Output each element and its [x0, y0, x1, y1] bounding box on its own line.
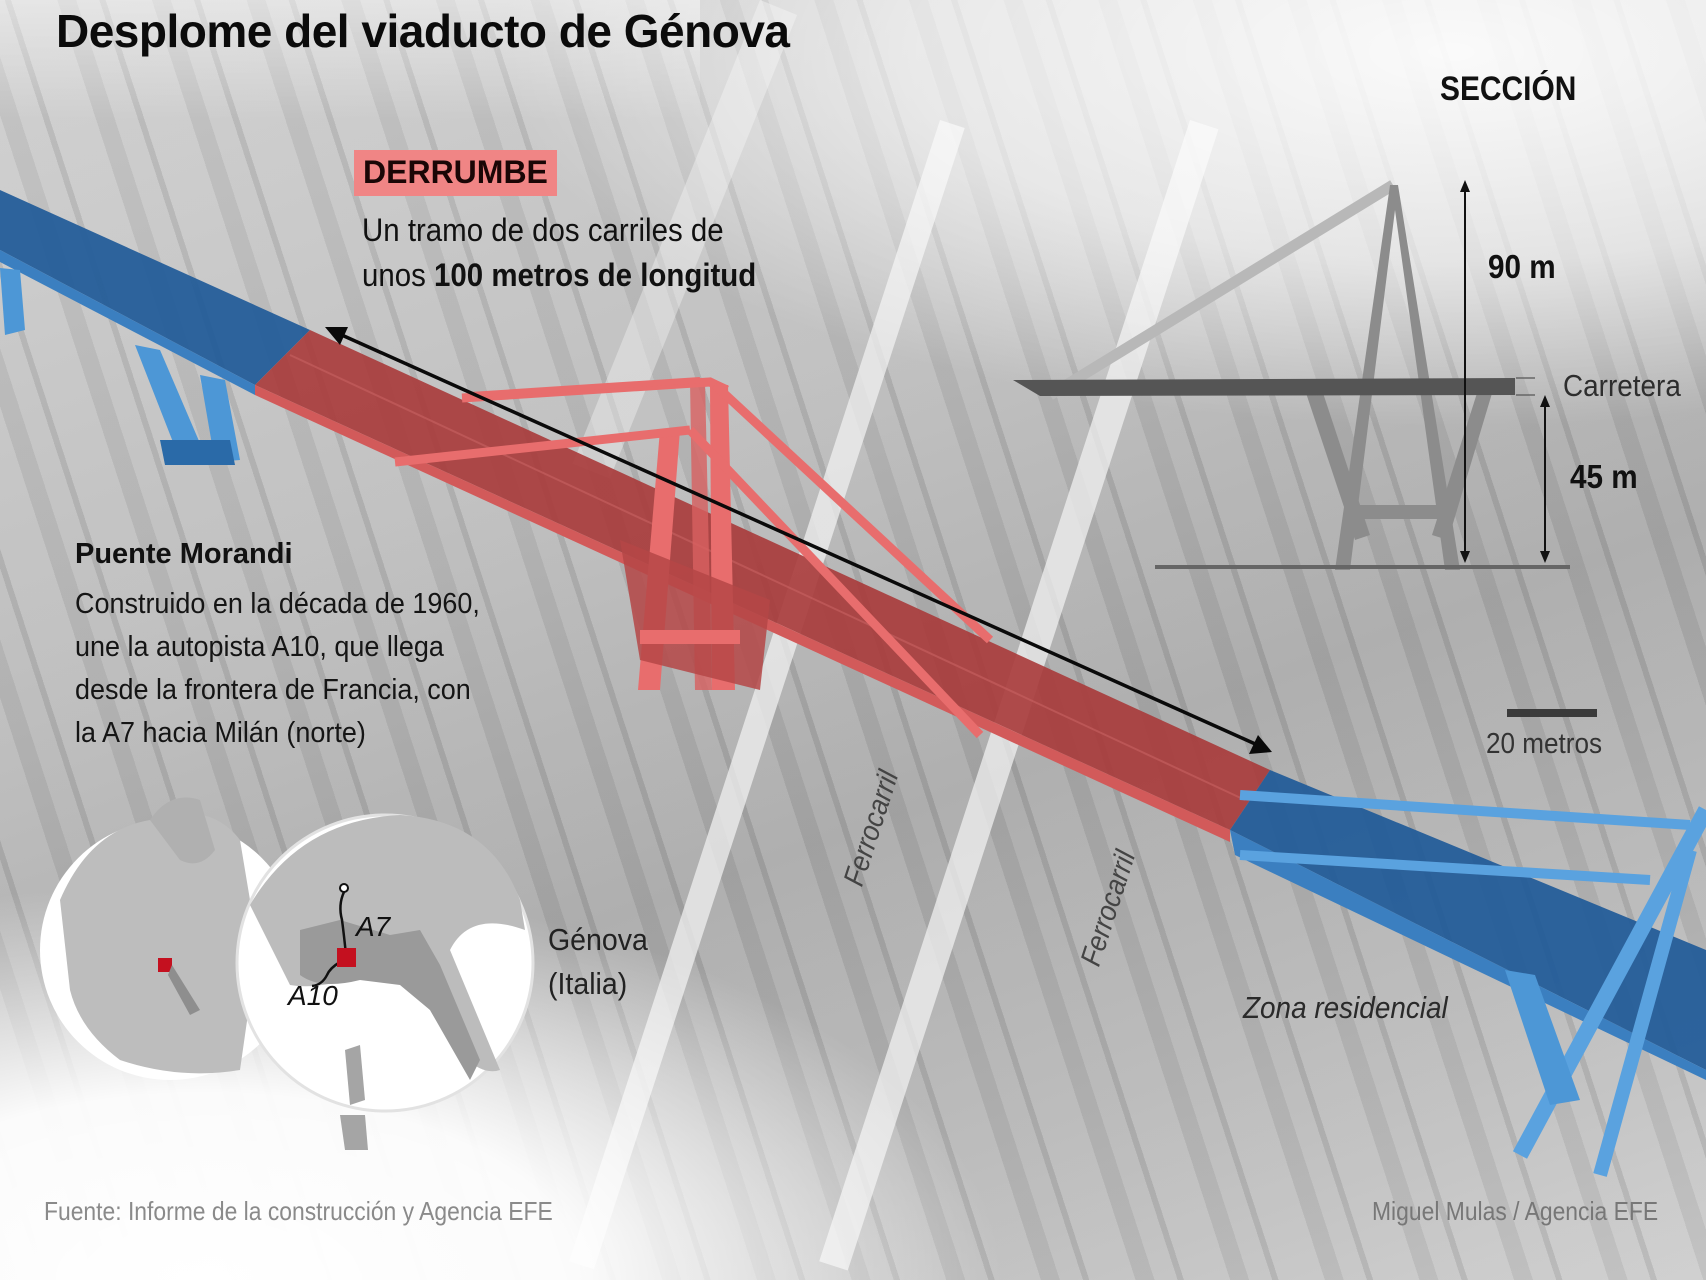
genova-marker — [337, 948, 356, 967]
italy-locator-map — [235, 813, 535, 1150]
collapse-length: 100 metros de longitud — [434, 257, 757, 293]
collapse-line-2: unos 100 metros de longitud — [362, 257, 757, 293]
credit-note: Miguel Mulas / Agencia EFE — [1372, 1196, 1659, 1226]
bridge-name: Puente Morandi — [75, 538, 293, 570]
collapsed-section — [255, 330, 1270, 842]
page-title: Desplome del viaducto de Génova — [56, 5, 790, 57]
scale-bar — [1507, 709, 1597, 717]
residential-zone-label: Zona residencial — [1243, 990, 1448, 1025]
collapse-description: Un tramo de dos carriles de unos 100 met… — [362, 208, 756, 298]
scale-label: 20 metros — [1486, 728, 1603, 760]
source-note: Fuente: Informe de la construcción y Age… — [44, 1196, 553, 1226]
road-height-label: 45 m — [1570, 458, 1638, 495]
italy-marker — [158, 958, 172, 972]
collapse-length-arrow — [325, 327, 1272, 754]
collapse-line-1: Un tramo de dos carriles de — [362, 212, 724, 248]
europe-locator-map — [40, 797, 300, 1080]
intact-section-right — [1230, 770, 1706, 1177]
collapse-badge: DERRUMBE — [354, 150, 557, 196]
top-fade — [0, 0, 1706, 520]
total-height-label: 90 m — [1488, 248, 1556, 285]
road-label: Carretera — [1563, 368, 1681, 403]
bridge-description: Construido en la década de 1960, une la … — [75, 588, 480, 749]
section-diagram — [1013, 180, 1570, 570]
genova-label: Génova (Italia) — [548, 922, 648, 1001]
intact-section-left — [0, 190, 310, 465]
title-fade — [0, 0, 700, 120]
section-title: SECCIÓN — [1440, 70, 1577, 108]
